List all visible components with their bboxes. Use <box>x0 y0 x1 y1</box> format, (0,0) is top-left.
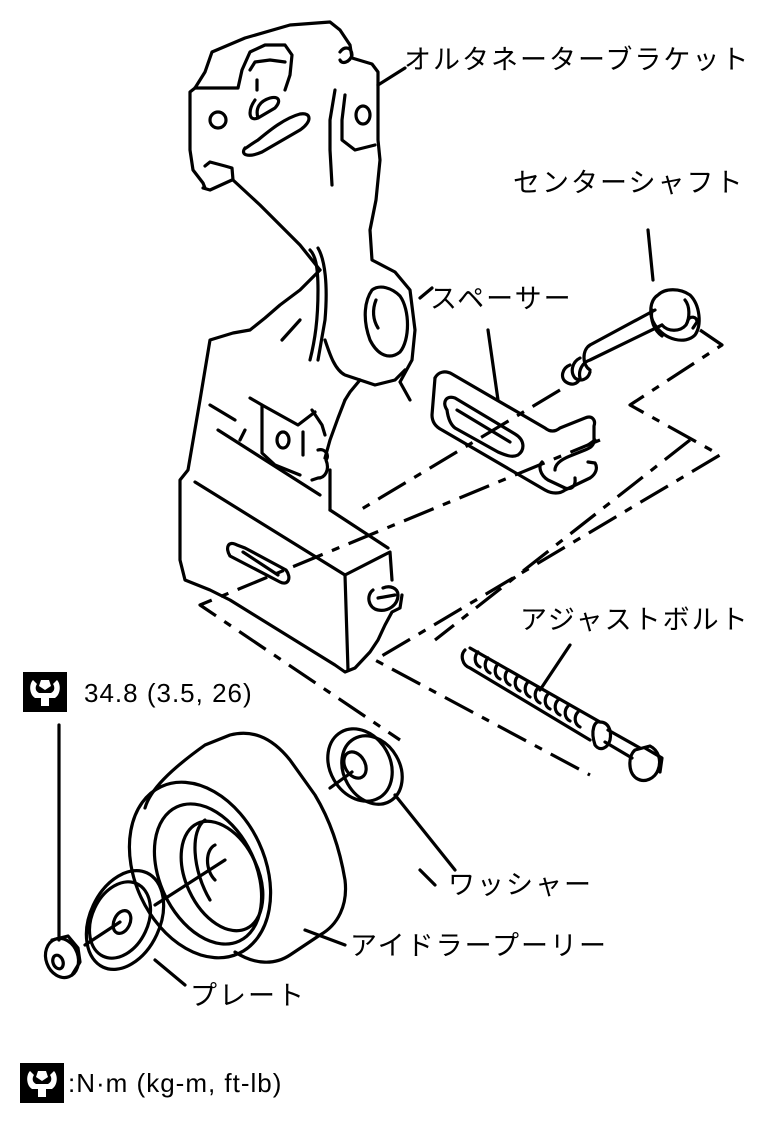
label-idler-pulley: アイドラープーリー <box>350 931 609 962</box>
label-spacer: スペーサー <box>430 284 573 315</box>
label-adjust-bolt: アジャストボルト <box>520 605 750 636</box>
alternator-bracket-lower-drawing <box>178 268 407 674</box>
label-alternator-bracket: オルタネーターブラケット <box>404 45 751 76</box>
alternator-bracket-drawing <box>188 20 417 402</box>
alignment-lines <box>198 328 724 777</box>
leader-lines <box>376 66 437 887</box>
adjust-bolt-drawing <box>460 643 664 783</box>
center-shaft-drawing <box>560 228 701 386</box>
washer-drawing <box>326 727 457 872</box>
label-center-shaft: センターシャフト <box>513 168 745 199</box>
plate-drawing <box>83 869 187 987</box>
legend-torque-wrench-icon <box>20 1063 64 1103</box>
idler-pulley-drawing <box>127 731 348 964</box>
label-plate: プレート <box>190 981 306 1012</box>
torque-spec-value: 34.8 (3.5, 26) <box>84 678 253 708</box>
spacer-drawing <box>430 328 598 495</box>
torque-wrench-icon <box>23 672 67 712</box>
label-washer: ワッシャー <box>448 870 593 901</box>
legend-units-text: :N·m (kg-m, ft-lb) <box>68 1068 283 1098</box>
nut-drawing <box>43 723 82 980</box>
